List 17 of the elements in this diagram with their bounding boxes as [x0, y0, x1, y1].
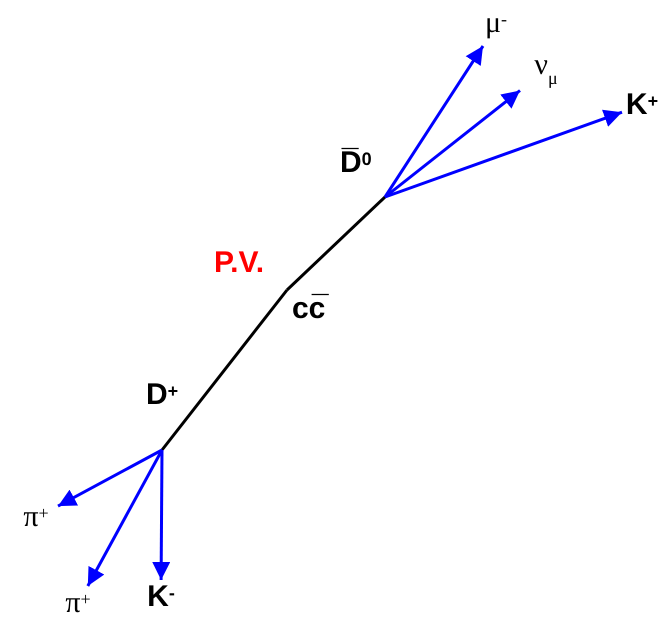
track-line: [160, 289, 288, 451]
track-arrow: [86, 449, 164, 587]
particle-label: K$^{-}$: [140, 580, 182, 616]
particle-label: K$^{+}$: [622, 88, 662, 122]
particle-label: π$^{+}$: [56, 586, 100, 622]
particle-label: D̅$^{0}$: [340, 146, 385, 197]
particle-label: ν$_{μ}$: [520, 48, 572, 92]
track-arrow: [384, 110, 622, 198]
track-arrow: [57, 448, 163, 508]
track-arrow: [152, 450, 170, 580]
particle-label: D$^{+}$: [146, 378, 190, 450]
track-arrow: [384, 45, 484, 198]
particle-label: μ$^{-}$: [472, 6, 520, 46]
vertex-label: P.V.: [214, 246, 287, 290]
track-arrow: [384, 89, 521, 198]
track-line: [286, 196, 386, 292]
particle-label: π$^{+}$: [14, 500, 58, 536]
